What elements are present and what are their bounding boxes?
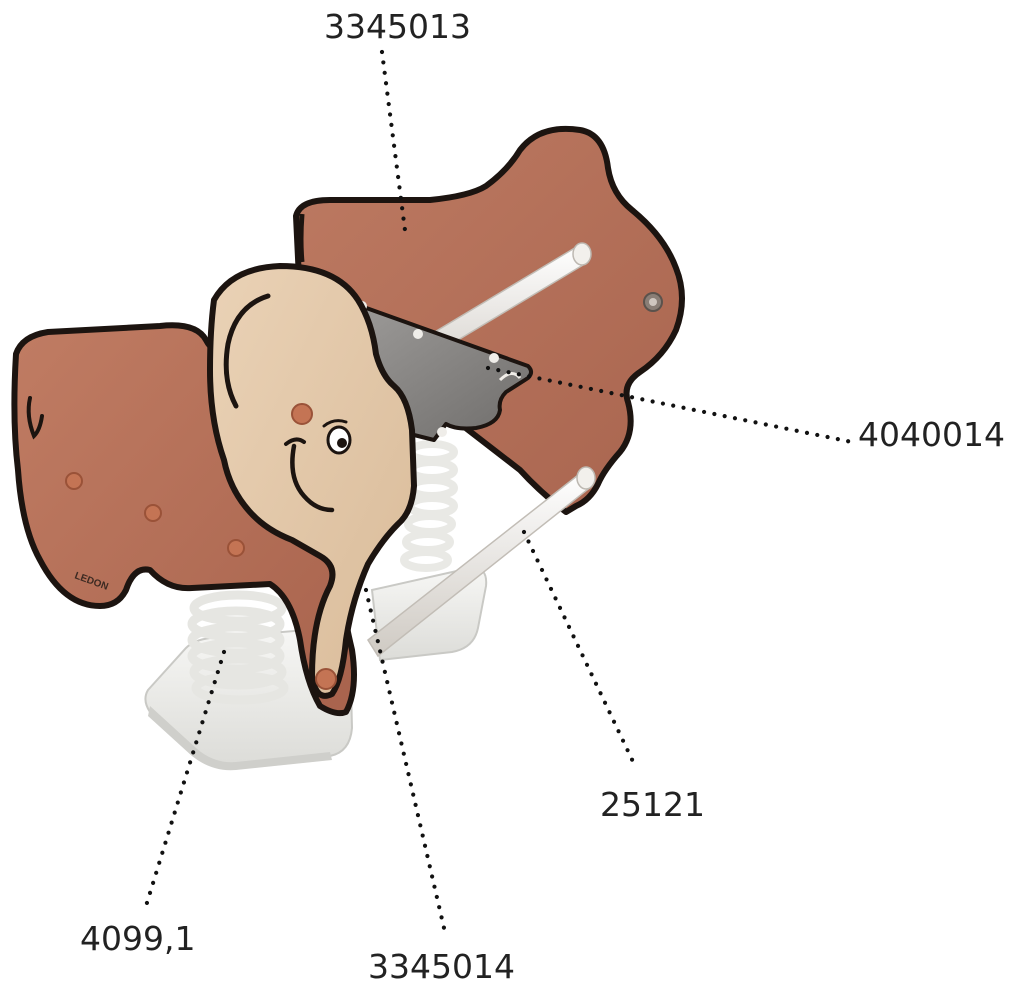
bolt-cap-head bbox=[292, 404, 312, 424]
callout-spring: 4099,1 bbox=[80, 919, 195, 958]
leader-handle-bar bbox=[524, 532, 636, 768]
callout-seat: 4040014 bbox=[858, 415, 1005, 454]
callout-handle-bar: 25121 bbox=[600, 785, 705, 824]
callout-back-panel: 3345013 bbox=[324, 7, 471, 46]
spring-front bbox=[192, 595, 284, 700]
callout-front-panel: 3345014 bbox=[368, 947, 515, 986]
bolt-cap-trunk bbox=[316, 669, 336, 689]
